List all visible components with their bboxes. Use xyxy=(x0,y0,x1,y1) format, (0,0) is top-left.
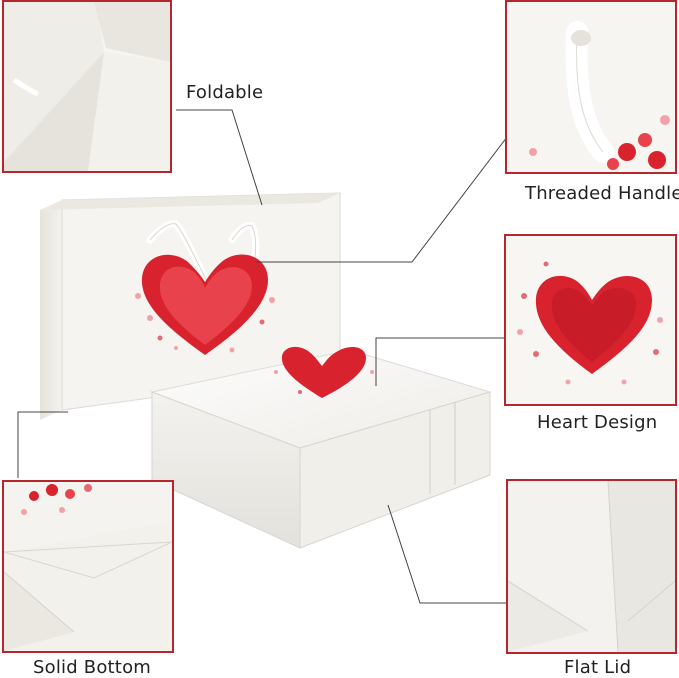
leader-lines xyxy=(17,109,530,604)
detail-threaded-handle xyxy=(505,0,677,174)
detail-solid-bottom xyxy=(2,480,174,653)
gift-box xyxy=(150,346,492,549)
leader-line-threaded-handle xyxy=(256,119,521,263)
label-threaded-handle: Threaded Handle xyxy=(525,183,679,204)
heart-design-detail-image xyxy=(506,236,675,404)
detail-foldable xyxy=(2,0,172,173)
label-heart-design: Heart Design xyxy=(537,412,658,433)
detail-flat-lid xyxy=(506,479,677,654)
detail-heart-design xyxy=(504,234,677,406)
foldable-detail-image xyxy=(4,2,170,171)
leader-line-solid-bottom xyxy=(17,411,68,478)
solid-bottom-detail-image xyxy=(4,482,172,651)
threaded-handle-detail-image xyxy=(507,2,675,172)
flat-lid-detail-image xyxy=(508,481,675,652)
leader-line-flat-lid xyxy=(387,504,510,604)
leader-line-foldable xyxy=(176,109,263,206)
bag-heart-motif xyxy=(135,254,275,355)
label-foldable: Foldable xyxy=(186,82,264,103)
label-flat-lid: Flat Lid xyxy=(564,657,632,678)
label-solid-bottom: Solid Bottom xyxy=(33,657,152,678)
leader-line-heart-design xyxy=(375,337,530,386)
